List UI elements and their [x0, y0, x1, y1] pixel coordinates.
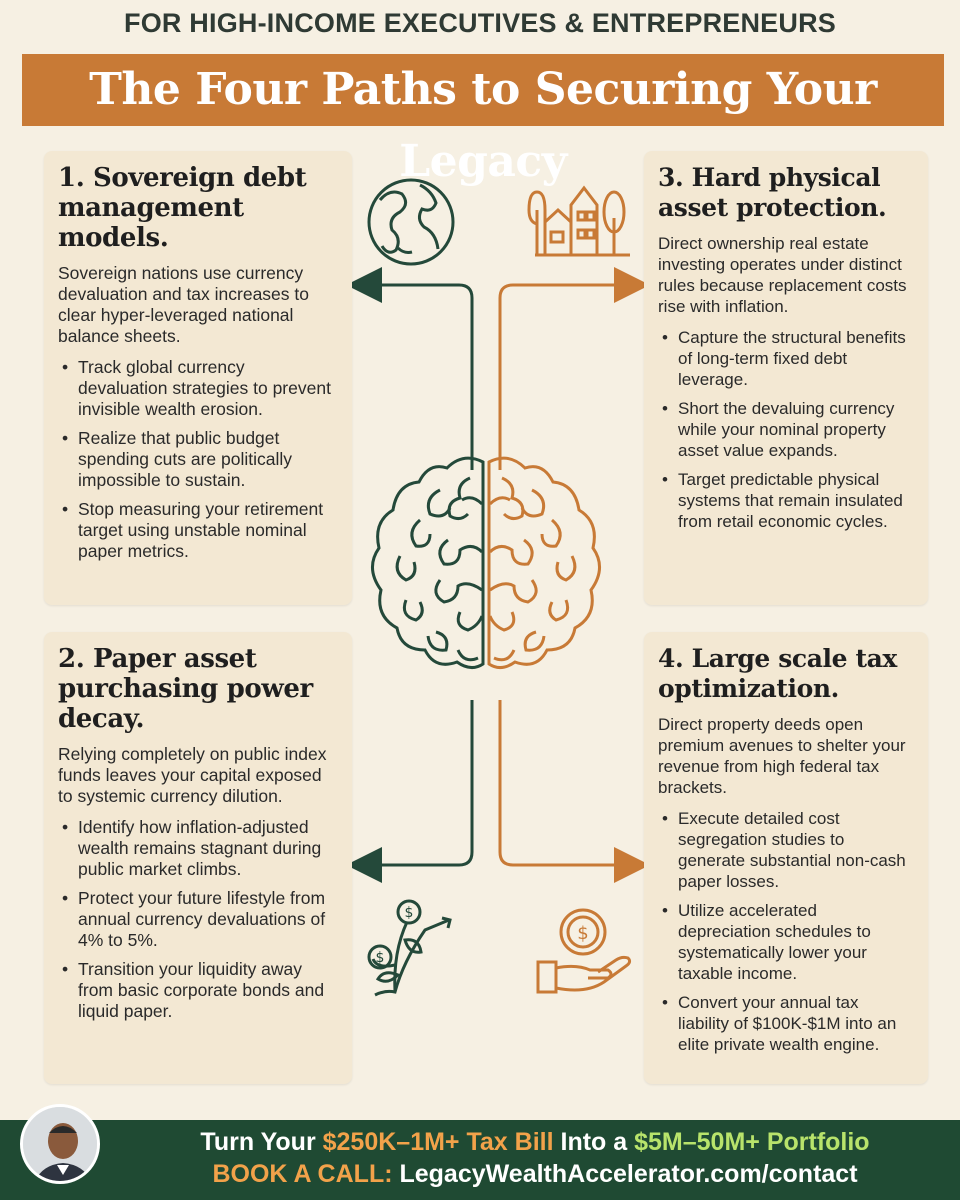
- page-title: The Four Paths to Securing Your Legacy: [22, 54, 944, 187]
- card-title: 2. Paper asset purchasing power decay.: [58, 644, 313, 734]
- card-title: 3. Hard physical asset protection.: [658, 163, 887, 222]
- svg-text:$: $: [376, 950, 385, 966]
- list-item: Stop measuring your retirement target us…: [58, 499, 338, 562]
- card-intro: Direct property deeds open premium avenu…: [658, 715, 906, 797]
- list-item: Execute detailed cost segregation studie…: [658, 808, 914, 892]
- list-item: Track global currency devaluation strate…: [58, 357, 338, 420]
- card-intro: Sovereign nations use currency devaluati…: [58, 263, 309, 346]
- money-plant-icon: $ $: [367, 899, 452, 997]
- portfolio-highlight: $5M–50M+ Portfolio: [634, 1128, 870, 1156]
- list-item: Identify how inflation-adjusted wealth r…: [58, 817, 338, 880]
- list-item: Utilize accelerated depreciation schedul…: [658, 900, 914, 984]
- footer-text: Into a: [553, 1128, 635, 1156]
- svg-text:$: $: [577, 923, 588, 944]
- list-item: Convert your annual tax liability of $10…: [658, 992, 914, 1055]
- contact-link[interactable]: LegacyWealthAccelerator.com/contact: [399, 1160, 858, 1188]
- house-trees-icon: [527, 185, 630, 257]
- person-icon: [23, 1107, 97, 1181]
- list-item: Target predictable physical systems that…: [658, 469, 914, 532]
- avatar: [20, 1104, 100, 1184]
- card-intro: Relying completely on public index funds…: [58, 744, 327, 806]
- audience-banner: FOR HIGH-INCOME EXECUTIVES & ENTREPRENEU…: [124, 8, 836, 38]
- bullet-list: Capture the structural benefits of long-…: [658, 327, 914, 532]
- bullet-list: Identify how inflation-adjusted wealth r…: [58, 817, 338, 1022]
- tax-bill-highlight: $250K–1M+ Tax Bill: [322, 1128, 554, 1156]
- card-hard-asset-protection: 3. Hard physical asset protection. Direc…: [644, 151, 928, 605]
- book-call-label: BOOK A CALL:: [212, 1160, 400, 1188]
- brain-icon: [371, 456, 601, 669]
- bullet-list: Track global currency devaluation strate…: [58, 357, 338, 562]
- card-title: 1. Sovereign debt management models.: [58, 163, 307, 253]
- list-item: Transition your liquidity away from basi…: [58, 959, 338, 1022]
- list-item: Capture the structural benefits of long-…: [658, 327, 914, 390]
- right-connector-arrows: [498, 267, 650, 883]
- list-item: Realize that public budget spending cuts…: [58, 428, 338, 491]
- card-paper-asset-decay: 2. Paper asset purchasing power decay. R…: [44, 632, 352, 1084]
- card-title: 4. Large scale tax optimization.: [658, 644, 897, 703]
- footer-text: Turn Your: [200, 1128, 323, 1156]
- card-sovereign-debt: 1. Sovereign debt management models. Sov…: [44, 151, 352, 605]
- left-connector-arrows: [346, 267, 474, 883]
- footer-banner: [0, 1120, 960, 1200]
- list-item: Short the devaluing currency while your …: [658, 398, 914, 461]
- list-item: Protect your future lifestyle from annua…: [58, 888, 338, 951]
- bullet-list: Execute detailed cost segregation studie…: [658, 808, 914, 1055]
- svg-text:$: $: [405, 905, 414, 921]
- hand-coin-icon: $: [536, 908, 632, 994]
- footer-cta: BOOK A CALL: LegacyWealthAccelerator.com…: [120, 1160, 950, 1189]
- card-tax-optimization: 4. Large scale tax optimization. Direct …: [644, 632, 928, 1084]
- footer-headline: Turn Your $250K–1M+ Tax Bill Into a $5M–…: [120, 1128, 950, 1157]
- card-intro: Direct ownership real estate investing o…: [658, 234, 907, 316]
